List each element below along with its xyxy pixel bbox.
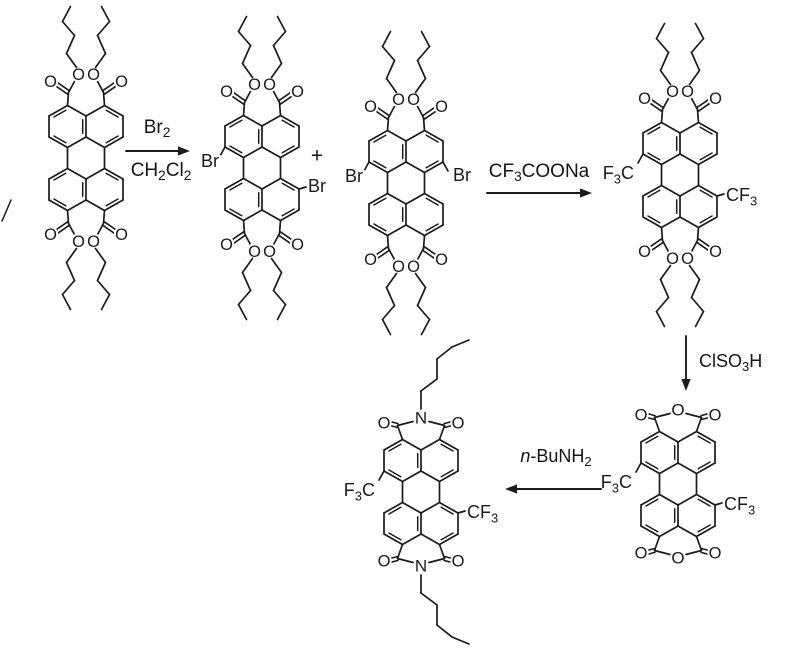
carbonyl-o-label: O xyxy=(638,243,651,261)
substituent-label-f3c: F3C xyxy=(603,163,634,187)
carbonyl-o-label: O xyxy=(709,407,722,425)
ester-o-label: O xyxy=(681,250,694,268)
reagent-br2: Br2 xyxy=(143,117,171,141)
carbonyl-o-label: O xyxy=(115,73,128,91)
ester-o-label: O xyxy=(72,233,85,251)
ester-o-label: O xyxy=(666,250,679,268)
imide-n-label: N xyxy=(415,557,427,576)
arrow-imidization xyxy=(505,484,602,494)
carbonyl-o-label: O xyxy=(364,251,377,269)
carbonyl-o-label: O xyxy=(291,83,304,101)
anhydride-o-label: O xyxy=(671,401,684,420)
carbonyl-o-label: O xyxy=(435,251,448,269)
carbonyl-o-label: O xyxy=(709,90,722,108)
substituent-label-cf3: CF3 xyxy=(467,502,498,526)
carbonyl-o-label: O xyxy=(709,545,722,563)
ester-o-label: O xyxy=(248,243,261,261)
imide-n-label: N xyxy=(415,409,427,428)
carbonyl-o-label: O xyxy=(378,553,391,571)
carbonyl-o-label: O xyxy=(44,226,57,244)
carbonyl-o-label: O xyxy=(44,73,57,91)
carbonyl-o-label: O xyxy=(220,236,233,254)
reagent-clso3h: ClSO3H xyxy=(699,351,763,374)
carbonyl-o-label: O xyxy=(635,407,648,425)
substituent-label-f3c: F3C xyxy=(601,472,632,496)
ester-o-label: O xyxy=(87,233,100,251)
substituent-label-br: Br xyxy=(308,176,326,196)
ester-o-label: O xyxy=(72,66,85,84)
substituent-label-br: Br xyxy=(201,151,219,171)
carbonyl-o-label: O xyxy=(452,553,465,571)
solvent-ch2cl2: CH2Cl2 xyxy=(130,160,192,184)
anhydride-o-label: O xyxy=(671,549,684,568)
carbonyl-o-label: O xyxy=(115,226,128,244)
arrow-trifluoromethylation xyxy=(486,188,592,198)
carbonyl-o-label: O xyxy=(638,90,651,108)
substituent-label-cf3: CF3 xyxy=(726,185,757,209)
substituent-label-f3c: F3C xyxy=(344,480,375,504)
reagent-n-bunh2: n-BuNH2 xyxy=(520,446,592,469)
carbonyl-o-label: O xyxy=(291,236,304,254)
carbonyl-o-label: O xyxy=(435,98,448,116)
ester-o-label: O xyxy=(263,243,276,261)
arrow-chlorosulfonation xyxy=(681,335,691,391)
substituent-label-br: Br xyxy=(453,165,471,185)
substituent-label-cf3: CF3 xyxy=(724,494,755,518)
arrow-bromination xyxy=(125,146,190,156)
carbonyl-o-label: O xyxy=(364,98,377,116)
ester-o-label: O xyxy=(248,76,261,94)
ester-o-label: O xyxy=(666,83,679,101)
stray-mark xyxy=(1,199,12,222)
ester-o-label: O xyxy=(392,258,405,276)
ester-o-label: O xyxy=(407,91,420,109)
ester-o-label: O xyxy=(87,66,100,84)
ester-o-label: O xyxy=(392,91,405,109)
molecule-bis-trifluoromethyl-perylene-dianhydride: O O O O O O F3C CF3 xyxy=(599,399,757,570)
reagent-cf3coona: CF3COONa xyxy=(488,161,590,185)
carbonyl-o-label: O xyxy=(635,545,648,563)
ester-o-label: O xyxy=(407,258,420,276)
molecule-bis-trifluoromethyl-perylene-diimide-n-butyl: N O O N O O F3C CF3 xyxy=(342,339,500,645)
ester-o-label: O xyxy=(263,76,276,94)
carbonyl-o-label: O xyxy=(709,243,722,261)
ester-o-label: O xyxy=(681,83,694,101)
plus-sign: + xyxy=(310,144,324,168)
carbonyl-o-label: O xyxy=(378,415,391,433)
carbonyl-o-label: O xyxy=(452,415,465,433)
substituent-label-br: Br xyxy=(345,166,363,186)
carbonyl-o-label: O xyxy=(220,83,233,101)
